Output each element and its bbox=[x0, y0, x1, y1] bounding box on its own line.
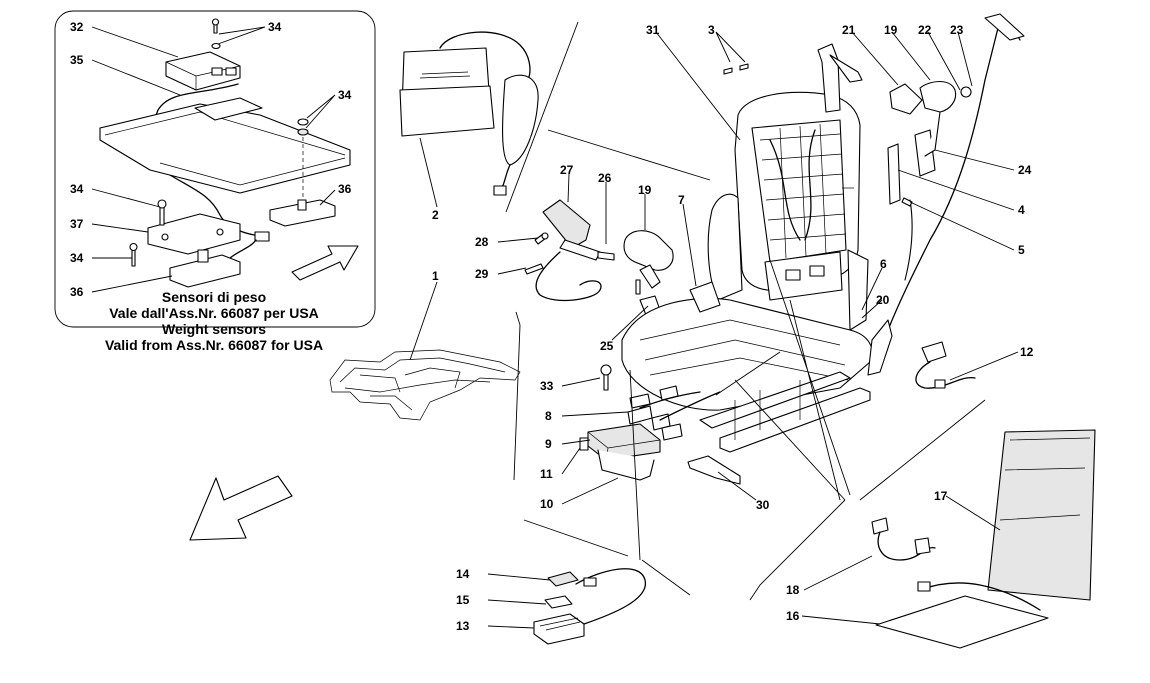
callout-36: 36 bbox=[338, 182, 352, 196]
callout-15: 15 bbox=[456, 593, 470, 607]
callout-23: 23 bbox=[950, 23, 964, 37]
weight-sensors-inset bbox=[54, 10, 376, 328]
callout-10: 10 bbox=[540, 497, 554, 511]
callout-9: 9 bbox=[545, 437, 552, 451]
callout-32: 32 bbox=[70, 20, 84, 34]
callout-6: 6 bbox=[880, 257, 887, 271]
part-1-heating-mat bbox=[329, 349, 521, 421]
separator-lines bbox=[505, 21, 986, 601]
callout-19: 19 bbox=[884, 23, 898, 37]
part-18-harness bbox=[871, 517, 936, 561]
callout-13: 13 bbox=[456, 619, 470, 633]
part-19-motor bbox=[623, 230, 674, 295]
callout-22: 22 bbox=[918, 23, 932, 37]
callout-1: 1 bbox=[432, 269, 439, 283]
callout-27: 27 bbox=[560, 163, 574, 177]
inset-caption: Sensori di peso Vale dall'Ass.Nr. 66087 … bbox=[105, 289, 323, 353]
part-2-pad bbox=[399, 31, 539, 196]
callout-25: 25 bbox=[600, 339, 614, 353]
callout-26: 26 bbox=[598, 171, 612, 185]
caption-line-1: Sensori di peso bbox=[162, 289, 266, 305]
callout-29: 29 bbox=[475, 267, 489, 281]
callout-numbers: 32 34 35 34 34 36 37 34 36 2 1 31 3 21 1… bbox=[70, 20, 1034, 633]
callout-30: 30 bbox=[756, 498, 770, 512]
seat-assembly bbox=[579, 13, 1025, 485]
callout-28: 28 bbox=[475, 235, 489, 249]
callout-37: 37 bbox=[70, 217, 84, 231]
callout-34: 34 bbox=[338, 88, 352, 102]
callout-14: 14 bbox=[456, 567, 470, 581]
callout-34: 34 bbox=[268, 20, 282, 34]
callout-34: 34 bbox=[70, 182, 84, 196]
callout-16: 16 bbox=[786, 609, 800, 623]
callout-2: 2 bbox=[432, 208, 439, 222]
callout-4: 4 bbox=[1018, 203, 1025, 217]
callout-36: 36 bbox=[70, 285, 84, 299]
callout-31: 31 bbox=[646, 23, 660, 37]
callout-3: 3 bbox=[708, 23, 715, 37]
callout-7: 7 bbox=[678, 193, 685, 207]
callout-11: 11 bbox=[540, 467, 553, 481]
callout-19: 19 bbox=[638, 183, 652, 197]
callout-8: 8 bbox=[545, 409, 552, 423]
part-27-lever bbox=[524, 199, 615, 302]
caption-line-2: Vale dall'Ass.Nr. 66087 per USA bbox=[109, 305, 319, 321]
callout-21: 21 bbox=[842, 23, 856, 37]
callout-33: 33 bbox=[540, 379, 554, 393]
callout-20: 20 bbox=[876, 293, 890, 307]
caption-line-4: Valid from Ass.Nr. 66087 for USA bbox=[105, 337, 323, 353]
callout-35: 35 bbox=[70, 53, 84, 67]
callout-24: 24 bbox=[1018, 163, 1032, 177]
inset-frame bbox=[54, 10, 376, 328]
leader-lines bbox=[91, 26, 1019, 629]
callout-17: 17 bbox=[934, 489, 948, 503]
parts-13-14-15 bbox=[533, 568, 646, 645]
callout-18: 18 bbox=[786, 583, 800, 597]
callout-5: 5 bbox=[1018, 243, 1025, 257]
direction-arrow-icon bbox=[189, 475, 293, 541]
callout-12: 12 bbox=[1020, 345, 1034, 359]
caption-line-3: Weight sensors bbox=[162, 321, 266, 337]
parts-16-17-mats bbox=[875, 429, 1096, 649]
callout-34: 34 bbox=[70, 251, 84, 265]
